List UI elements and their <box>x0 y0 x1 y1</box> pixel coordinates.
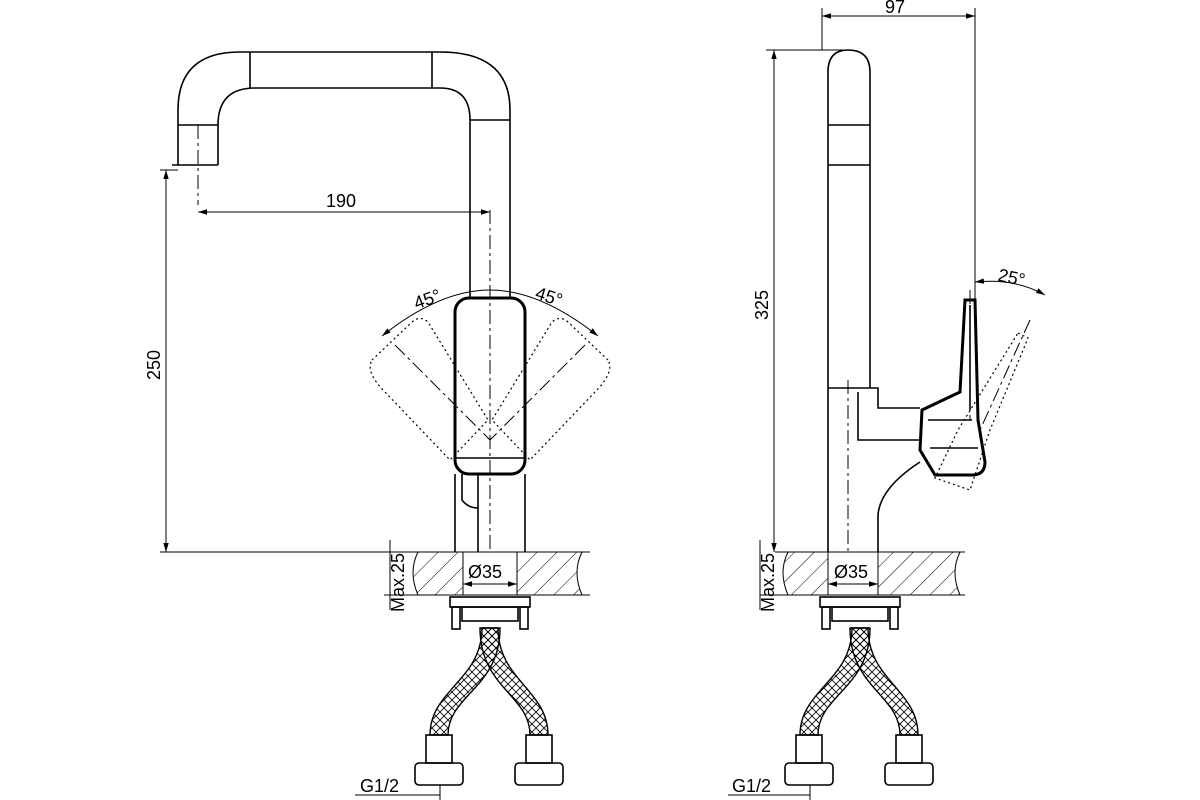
dim-body-depth: 97 <box>821 0 976 300</box>
front-view: 45° 45° Ø35 <box>144 51 611 800</box>
dim-side-deck: Max.25 <box>758 540 788 612</box>
side-handle <box>918 298 987 477</box>
front-max-deck-label: Max.25 <box>388 553 408 612</box>
front-thread-label: G1/2 <box>360 776 399 796</box>
front-handle-ghosts <box>369 317 611 461</box>
side-hoses <box>784 627 934 786</box>
angle-right-label: 45° <box>533 283 565 310</box>
side-angle-arc: 25° <box>974 265 1046 298</box>
dim-spout-height-label: 250 <box>144 350 164 380</box>
front-hole-diameter: Ø35 <box>468 562 502 582</box>
angle-left-label: 45° <box>411 285 443 313</box>
dim-total-height: 325 <box>752 49 848 552</box>
side-hole-diameter: Ø35 <box>834 562 868 582</box>
dim-front-thread: G1/2 <box>355 776 441 800</box>
side-angle-label: 25° <box>996 265 1027 290</box>
dim-side-thread: G1/2 <box>728 776 811 800</box>
side-handle-ghost <box>934 290 1031 491</box>
dim-front-deck: Max.25 <box>384 540 418 612</box>
side-mounting-kit <box>819 596 901 630</box>
front-hoses <box>414 627 564 786</box>
front-countertop: Ø35 <box>410 551 590 596</box>
dim-spout-reach-label: 190 <box>326 191 356 211</box>
front-mounting-kit <box>449 596 531 630</box>
side-thread-label: G1/2 <box>732 776 771 796</box>
side-countertop: Ø35 <box>775 551 965 596</box>
front-spout <box>172 51 511 298</box>
side-body <box>827 49 921 560</box>
side-max-deck-label: Max.25 <box>758 553 778 612</box>
side-view: 25° Ø35 <box>728 0 1046 800</box>
dim-spout-height: 250 <box>144 169 455 553</box>
dim-total-height-label: 325 <box>752 290 772 320</box>
dim-body-depth-label: 97 <box>885 0 905 17</box>
front-handle <box>453 296 527 552</box>
dim-spout-reach: 190 <box>198 191 490 215</box>
